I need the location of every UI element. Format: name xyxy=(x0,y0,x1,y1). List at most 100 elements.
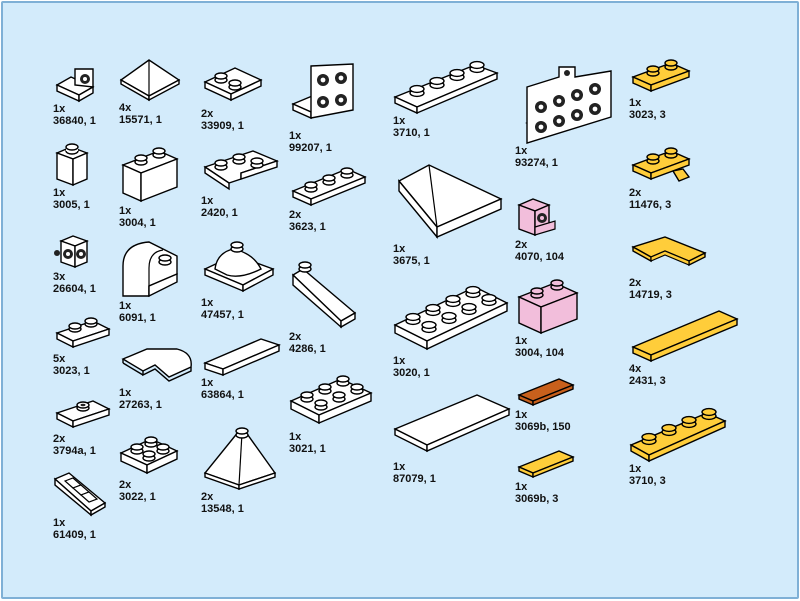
part-qty: 2x xyxy=(201,491,214,503)
part-code: 26604, 1 xyxy=(53,283,96,295)
part-qty: 2x xyxy=(289,331,302,343)
plate-2x4-icon xyxy=(393,285,509,351)
part-code: 47457, 1 xyxy=(201,309,244,321)
tile-2x4-icon xyxy=(393,394,511,453)
part-code: 15571, 1 xyxy=(119,114,162,126)
part-qty: 1x xyxy=(53,187,66,199)
part-qty: 1x xyxy=(393,461,406,473)
part-code: 3710, 1 xyxy=(393,127,430,139)
part-qty: 2x xyxy=(201,108,214,120)
part-qty: 1x xyxy=(393,355,406,367)
tile-1x4-icon xyxy=(631,310,739,363)
part-code: 11476, 3 xyxy=(629,199,672,211)
part-qty: 4x xyxy=(119,102,132,114)
part-3022: 2x 3022, 1 xyxy=(119,423,181,503)
part-3004-pink: 1x 3004, 104 xyxy=(515,275,581,359)
part-code: 3021, 1 xyxy=(289,443,326,455)
corner-plate-icon xyxy=(203,150,279,191)
brick-1x1-studs-sides-icon xyxy=(54,235,89,269)
part-qty: 1x xyxy=(515,335,528,347)
part-qty: 1x xyxy=(201,297,214,309)
plate-2x3-icon xyxy=(289,375,373,425)
bracket-2x2-icon xyxy=(291,63,354,120)
part-qty: 5x xyxy=(53,353,66,365)
part-3023-yellow: 1x 3023, 3 xyxy=(629,55,693,121)
part-code: 3023, 3 xyxy=(629,109,666,121)
brick-1x2-icon xyxy=(517,279,579,335)
part-qty: 1x xyxy=(289,431,302,443)
part-code: 3022, 1 xyxy=(119,491,156,503)
rounded-tile-icon xyxy=(121,348,192,382)
part-code: 2431, 3 xyxy=(629,375,666,387)
plate-clip-icon xyxy=(631,147,691,182)
part-code: 3623, 1 xyxy=(289,221,326,233)
part-code: 3005, 1 xyxy=(53,199,90,211)
part-99207: 1x 99207, 1 xyxy=(289,58,361,154)
part-code: 3020, 1 xyxy=(393,367,430,379)
pyramid-tile-icon xyxy=(119,59,181,102)
part-2431: 4x 2431, 3 xyxy=(629,307,741,387)
part-qty: 1x xyxy=(53,103,66,115)
part-code: 3794a, 1 xyxy=(53,445,96,457)
part-qty: 1x xyxy=(201,377,214,389)
bracket-1x1-icon xyxy=(55,68,95,103)
part-code: 3023, 1 xyxy=(53,365,90,377)
plate-1x3-icon xyxy=(291,167,367,207)
part-13548: 2x 13548, 1 xyxy=(201,425,281,515)
part-code: 63864, 1 xyxy=(201,389,244,401)
brick-1x2-icon xyxy=(121,147,179,203)
part-14719: 2x 14719, 3 xyxy=(629,233,709,301)
part-3021: 1x 3021, 1 xyxy=(289,363,375,455)
part-11476: 2x 11476, 3 xyxy=(629,143,699,211)
grille-slope-icon xyxy=(53,472,107,517)
part-code: 3004, 1 xyxy=(119,217,156,229)
part-code: 3004, 104 xyxy=(515,347,564,359)
part-93274: 1x 93274, 1 xyxy=(515,63,615,169)
plate-1x4-icon xyxy=(393,60,499,115)
part-qty: 2x xyxy=(629,277,642,289)
part-26604: 3x 26604, 1 xyxy=(53,231,96,295)
tile-2x2-corner-icon xyxy=(203,67,263,102)
part-3023: 5x 3023, 1 xyxy=(53,313,113,377)
wedge-slope-icon xyxy=(203,427,277,490)
part-63864: 1x 63864, 1 xyxy=(201,333,281,401)
plate-1x2-icon xyxy=(55,317,111,349)
part-code: 2420, 1 xyxy=(201,207,238,219)
part-3005: 1x 3005, 1 xyxy=(53,141,93,211)
part-qty: 1x xyxy=(629,463,642,475)
part-code: 87079, 1 xyxy=(393,473,436,485)
slope-corner-icon xyxy=(397,164,503,239)
part-qty: 1x xyxy=(393,115,406,127)
jumper-plate-1x2-icon xyxy=(55,400,111,429)
tile-corner-icon xyxy=(631,236,707,267)
part-qty: 1x xyxy=(289,130,302,142)
part-qty: 1x xyxy=(201,195,214,207)
brick-1x1-icon xyxy=(55,143,89,187)
part-87079: 1x 87079, 1 xyxy=(393,391,513,485)
part-qty: 1x xyxy=(515,481,528,493)
part-code: 27263, 1 xyxy=(119,399,162,411)
part-15571: 4x 15571, 1 xyxy=(119,58,181,126)
part-code: 13548, 1 xyxy=(201,503,244,515)
part-code: 36840, 1 xyxy=(53,115,96,127)
part-qty: 1x xyxy=(515,145,528,157)
brick-headlight-icon xyxy=(517,198,556,237)
part-33909: 2x 33909, 1 xyxy=(201,58,265,132)
slope-1x3-icon xyxy=(291,261,357,329)
part-qty: 1x xyxy=(119,387,132,399)
part-3069b-orange: 1x 3069b, 150 xyxy=(515,373,577,433)
part-code: 14719, 3 xyxy=(629,289,672,301)
part-qty: 1x xyxy=(629,97,642,109)
part-3794a: 2x 3794a, 1 xyxy=(53,395,113,457)
bracket-2x4-icon xyxy=(525,66,612,144)
part-code: 6091, 1 xyxy=(119,312,156,324)
part-4070-pink: 2x 4070, 104 xyxy=(515,193,564,263)
part-code: 3675, 1 xyxy=(393,255,430,267)
part-36840: 1x 36840, 1 xyxy=(53,63,103,127)
part-4286: 2x 4286, 1 xyxy=(289,255,359,355)
part-qty: 1x xyxy=(515,409,528,421)
part-3020: 1x 3020, 1 xyxy=(393,281,511,379)
part-qty: 4x xyxy=(629,363,642,375)
part-qty: 2x xyxy=(119,479,132,491)
